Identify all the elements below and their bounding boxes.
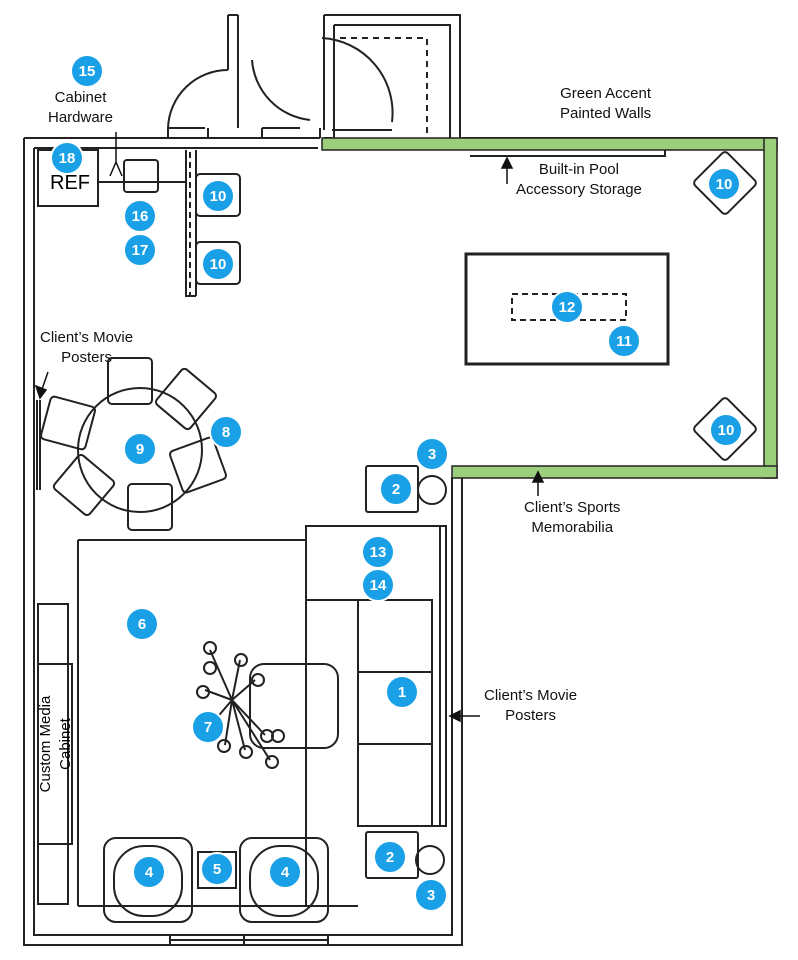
pool-table [464,252,670,366]
ottoman [249,663,339,749]
label-ref: REF [50,172,90,194]
badge: 8 [209,415,243,449]
badge: 12 [550,290,584,324]
badge: 11 [607,324,641,358]
armchair [103,837,193,923]
armchair [239,837,329,923]
badge: 10 [201,179,235,213]
badge: 1 [385,675,419,709]
closet [323,14,461,139]
badge: 7 [191,710,225,744]
sink [123,159,159,193]
badge: 5 [200,852,234,886]
badge: 4 [268,855,302,889]
badge: 18 [50,141,84,175]
badge: 3 [414,878,448,912]
bar-stool [195,173,241,217]
outer-wall [23,137,463,946]
badge: 10 [709,413,743,447]
badge: 10 [201,247,235,281]
entry-wall [167,128,321,138]
badge: 15 [70,54,104,88]
dining-table [77,387,203,513]
bar-stool [195,241,241,285]
badge: 3 [415,437,449,471]
badge: 9 [123,432,157,466]
badge: 6 [125,607,159,641]
chandelier [196,641,285,769]
badge: 13 [361,535,395,569]
badge: 4 [132,855,166,889]
badge: 10 [707,167,741,201]
badge: 16 [123,199,157,233]
accent-wall [321,137,778,479]
entry-door [167,14,239,129]
badge: 2 [373,840,407,874]
badge: 17 [123,233,157,267]
badge: 14 [361,568,395,602]
rug [77,539,358,907]
badge: 2 [379,472,413,506]
